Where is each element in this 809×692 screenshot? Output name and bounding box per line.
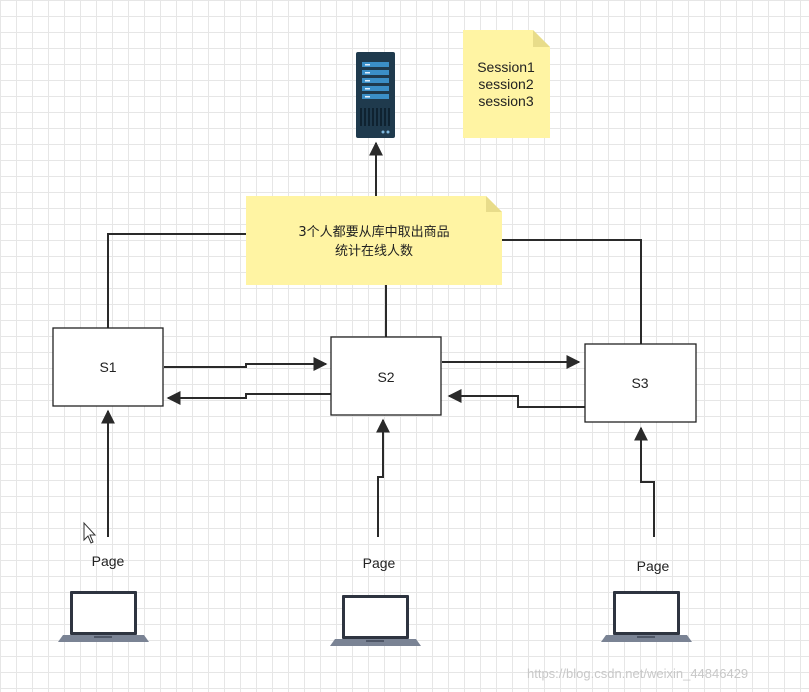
line-s1-to-note <box>107 233 246 328</box>
session-line-3: session3 <box>478 93 533 109</box>
database-server-icon <box>356 52 395 138</box>
center-note-line-2: 统计在线人数 <box>335 244 413 259</box>
connectors <box>101 141 655 537</box>
page-label-1: Page <box>92 553 125 569</box>
arrow-page3-to-s3 <box>634 426 655 537</box>
session-line-2: session2 <box>478 76 533 92</box>
mouse-cursor-icon <box>83 521 97 544</box>
server-label-s2: S2 <box>377 369 394 385</box>
line-s3-to-note <box>502 239 642 344</box>
arrow-s1-to-s2 <box>164 357 328 371</box>
page-label-2: Page <box>363 555 396 571</box>
laptop-icon <box>601 591 692 642</box>
server-label-s3: S3 <box>631 375 648 391</box>
laptop-icon <box>330 595 421 646</box>
center-note: 3个人都要从库中取出商品 统计在线人数 <box>246 196 502 285</box>
arrow-s2-to-s1 <box>166 391 331 405</box>
server-box-s1: S1 <box>52 327 164 407</box>
server-box-s3: S3 <box>584 343 697 423</box>
page-label-3: Page <box>637 558 670 574</box>
watermark-text: https://blog.csdn.net/weixin_44846429 <box>527 666 748 681</box>
arrow-page2-to-s2 <box>376 418 390 537</box>
center-note-line-1: 3个人都要从库中取出商品 <box>298 224 449 240</box>
server-box-s2: S2 <box>330 336 442 416</box>
server-label-s1: S1 <box>99 359 116 375</box>
sessions-note: Session1 session2 session3 <box>463 30 550 138</box>
laptop-icon <box>58 591 149 642</box>
arrow-s3-to-s2 <box>447 389 585 408</box>
session-line-1: Session1 <box>477 59 535 75</box>
